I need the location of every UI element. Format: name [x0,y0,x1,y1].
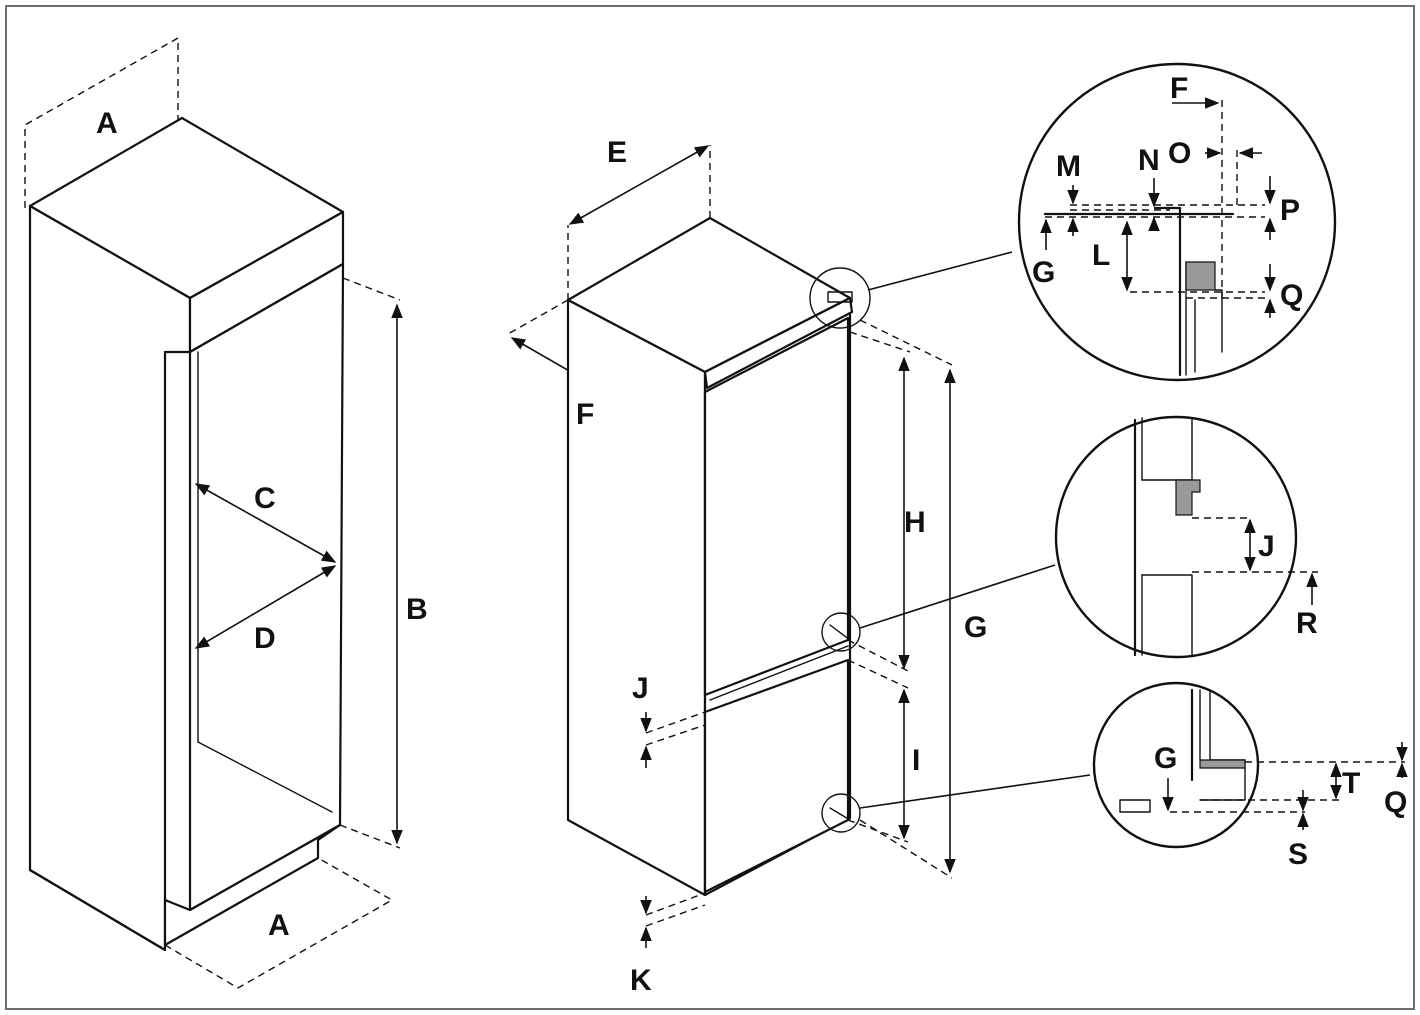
label-h: H [904,506,926,539]
label-detail-l: L [1092,239,1110,272]
label-detail-bottom-q: Q [1384,786,1407,819]
label-a-bottom: A [268,909,290,942]
label-d: D [254,622,276,655]
label-c: C [254,482,276,515]
label-i: I [912,744,920,777]
label-detail-bottom-s: S [1288,838,1308,871]
label-detail-p: P [1280,194,1300,227]
detail-marker-middle [821,612,861,652]
cabinet-drawing: A B C D A [24,36,428,989]
label-a-top: A [96,107,118,140]
label-b: B [406,593,428,626]
label-detail-n: N [1138,144,1160,177]
detail-marker-bottom [821,793,861,833]
label-detail-o: O [1168,137,1191,170]
detail-bottom: G T Q S [1092,681,1408,871]
detail-marker-top [809,267,871,329]
label-detail-j: J [1258,530,1275,563]
label-detail-bottom-g: G [1154,742,1177,775]
fridge-drawing: E F H G I J K [507,136,1091,997]
label-detail-f: F [1170,72,1188,105]
detail-middle: J R [1054,415,1318,659]
label-k: K [630,964,652,997]
label-detail-q: Q [1280,279,1303,312]
label-detail-r: R [1296,607,1318,640]
detail-top: F M N O P G L Q [1017,62,1337,382]
label-detail-g: G [1032,256,1055,289]
label-detail-m: M [1056,150,1081,183]
label-j: J [632,672,649,705]
label-detail-bottom-t: T [1342,767,1360,800]
diagram-frame [5,5,1415,1010]
label-g: G [964,611,987,644]
label-f: F [576,398,594,431]
label-e: E [607,136,627,169]
